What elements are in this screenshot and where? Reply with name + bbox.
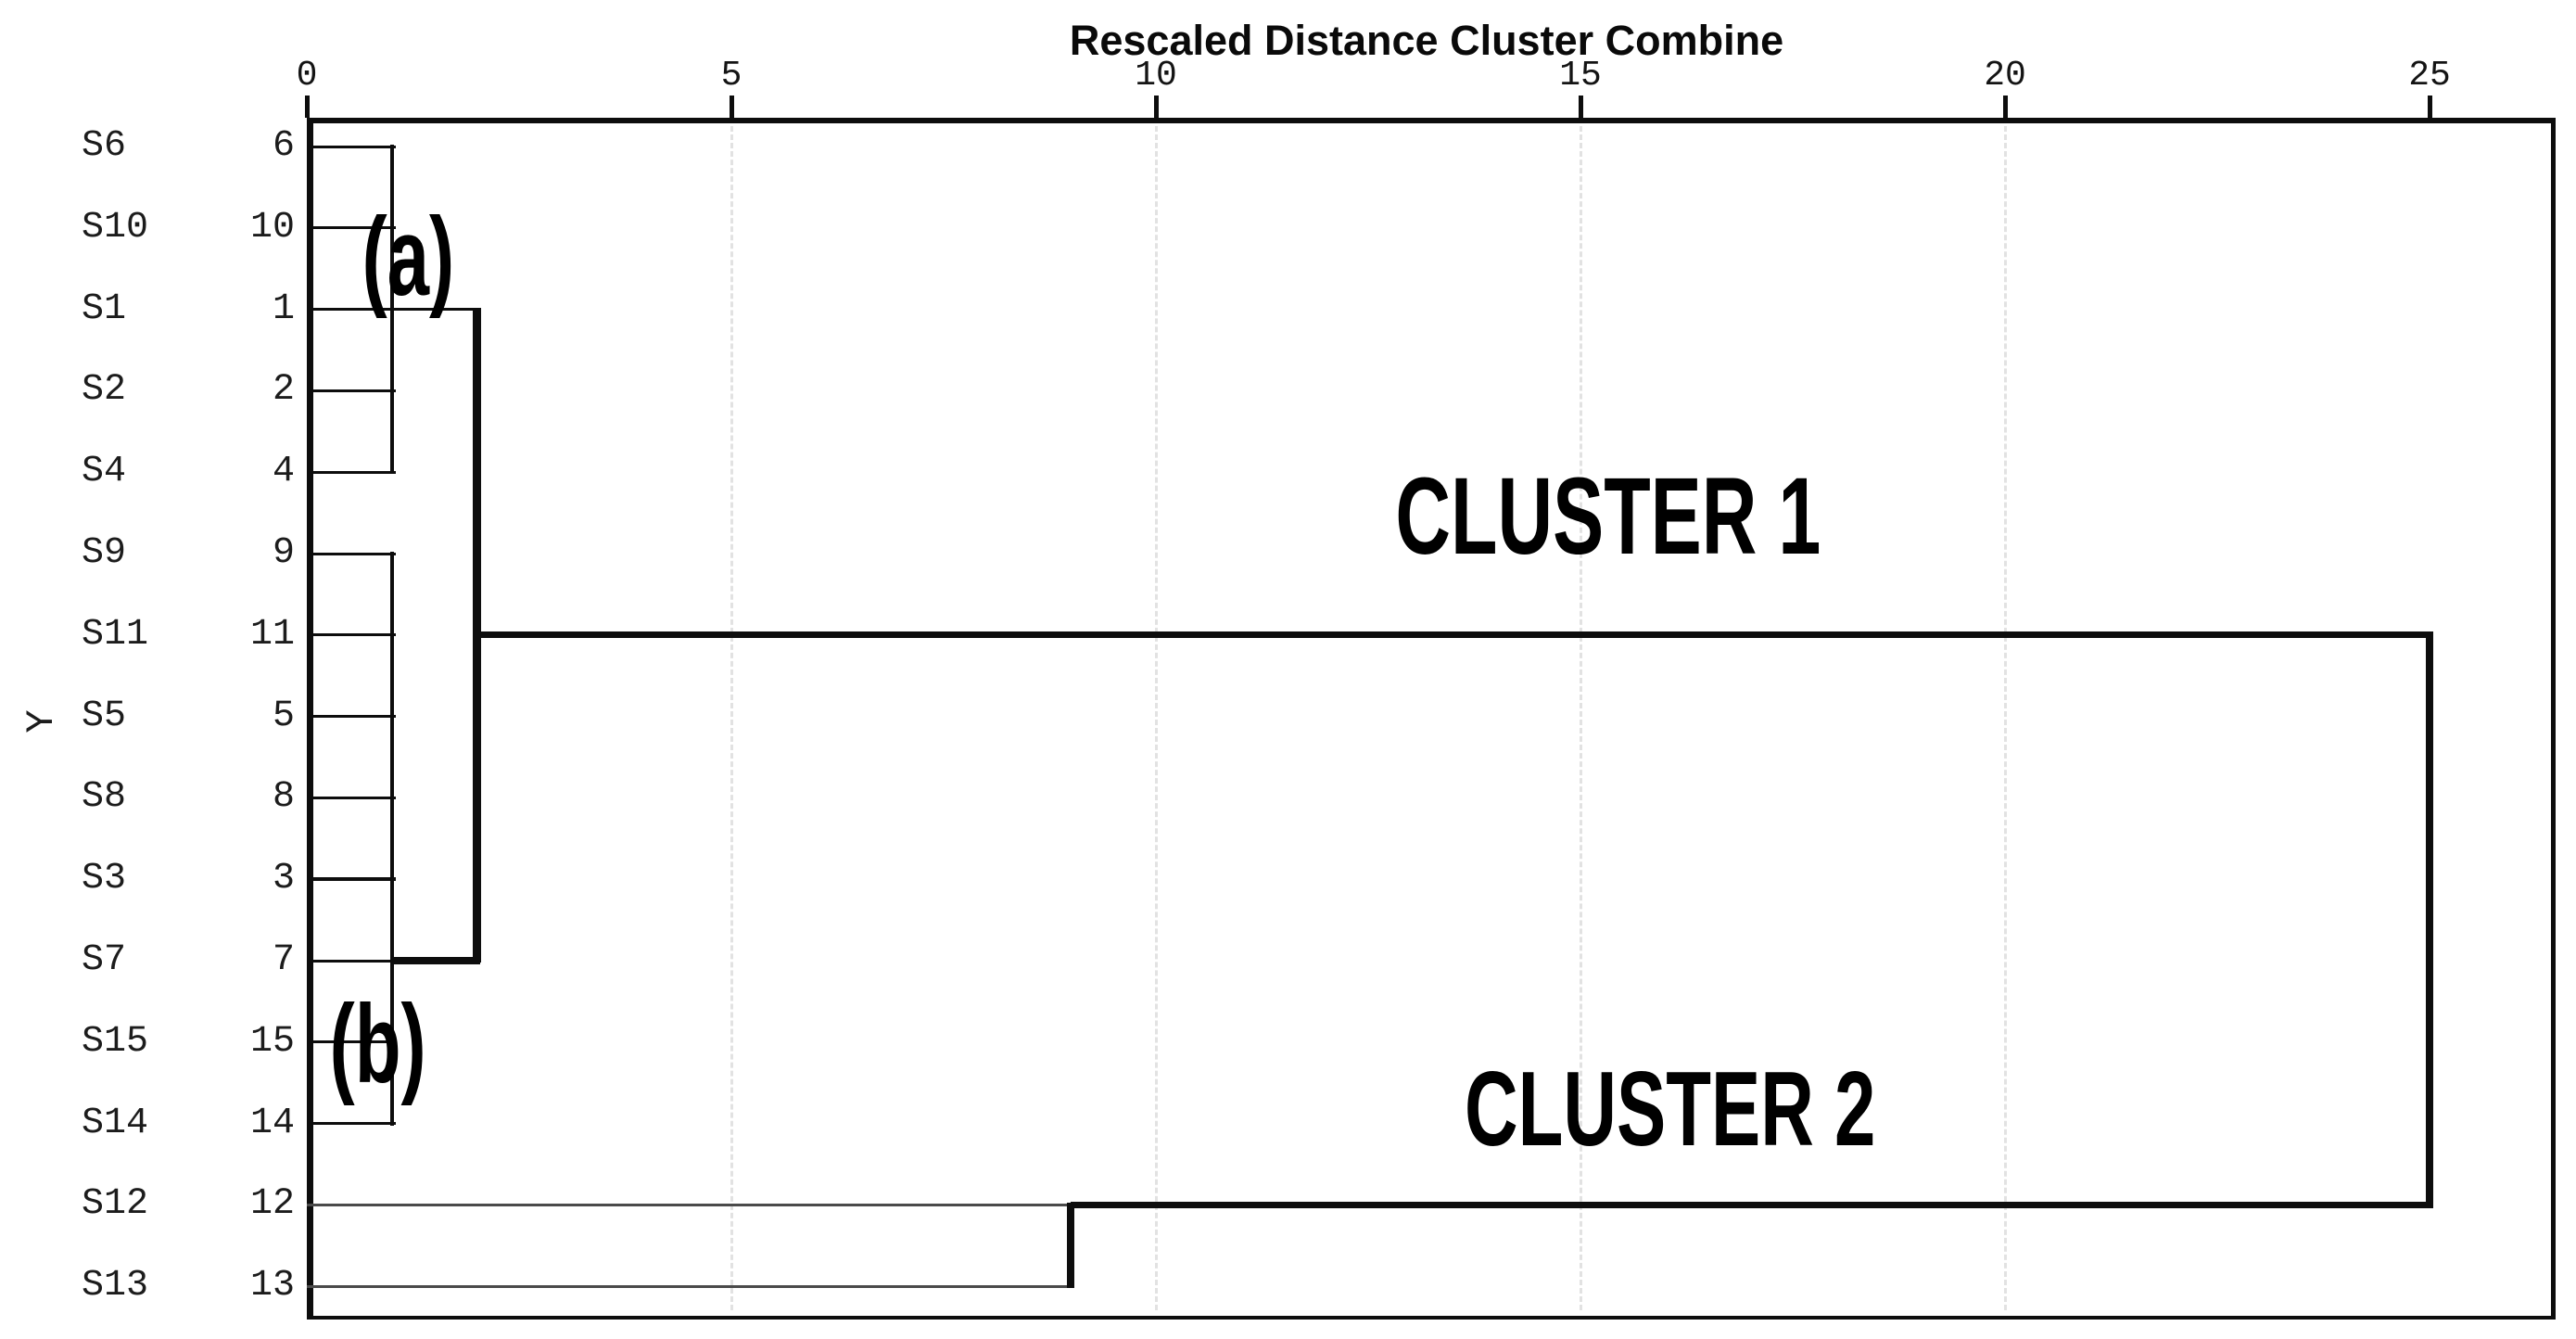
annotation-cluster-1: CLUSTER 1	[1191, 424, 2025, 609]
gridline-15	[1579, 118, 1582, 1310]
case-number-1: 1	[272, 287, 295, 330]
plot-frame	[307, 118, 2556, 1320]
link-horizontal-row6	[307, 633, 396, 637]
case-number-14: 14	[249, 1102, 295, 1144]
case-number-10: 10	[249, 206, 295, 249]
case-number-9: 9	[272, 532, 295, 574]
link-horizontal-row10	[391, 957, 481, 964]
link-vertical-d9	[1067, 1203, 1075, 1289]
case-label-S7: S7	[82, 939, 127, 981]
link-horizontal-row9	[307, 877, 396, 882]
link-horizontal-row13	[1071, 1201, 2433, 1208]
case-label-S15: S15	[82, 1020, 149, 1063]
case-number-6: 6	[272, 125, 295, 167]
link-horizontal-row10	[307, 959, 396, 963]
case-label-S12: S12	[82, 1183, 149, 1226]
annotation-text: (a)	[362, 195, 454, 319]
y-axis-label: Y	[19, 709, 64, 733]
link-horizontal-row6	[476, 631, 2433, 639]
link-horizontal-row11	[307, 1040, 396, 1044]
case-label-S14: S14	[82, 1102, 149, 1144]
case-label-S1: S1	[82, 287, 127, 330]
axis-tick-0	[304, 96, 310, 118]
link-horizontal-row13	[307, 1203, 1075, 1206]
case-label-S8: S8	[82, 776, 127, 819]
link-horizontal-row1	[307, 226, 396, 230]
case-label-S9: S9	[82, 532, 127, 574]
link-horizontal-row0	[307, 145, 396, 148]
annotation-text: (b)	[329, 982, 427, 1106]
case-label-S13: S13	[82, 1265, 149, 1307]
link-horizontal-row8	[307, 796, 396, 799]
case-number-5: 5	[272, 695, 295, 737]
annotation-cluster-2: CLUSTER 2	[1253, 1016, 2087, 1202]
link-horizontal-row12	[307, 1122, 396, 1126]
case-label-S4: S4	[82, 451, 127, 493]
link-horizontal-row5	[307, 552, 396, 555]
case-number-7: 7	[272, 939, 295, 981]
axis-tick-label-5: 5	[720, 56, 742, 96]
link-horizontal-row2	[307, 308, 481, 312]
case-label-S10: S10	[82, 206, 149, 249]
link-horizontal-row14	[307, 1284, 1075, 1288]
axis-tick-label-15: 15	[1559, 56, 1602, 96]
axis-tick-label-0: 0	[296, 56, 318, 96]
axis-tick-label-10: 10	[1135, 56, 1177, 96]
case-label-S3: S3	[82, 858, 127, 900]
case-number-11: 11	[249, 613, 295, 656]
gridline-5	[730, 118, 733, 1310]
case-number-4: 4	[272, 451, 295, 493]
case-number-3: 3	[272, 858, 295, 900]
case-label-S5: S5	[82, 695, 127, 737]
case-number-2: 2	[272, 369, 295, 412]
chart-title: Rescaled Distance Cluster Combine	[1069, 17, 1784, 64]
link-horizontal-row3	[307, 389, 396, 392]
case-number-12: 12	[249, 1183, 295, 1226]
case-number-15: 15	[249, 1020, 295, 1063]
link-vertical-d2	[472, 307, 481, 963]
axis-tick-label-20: 20	[1984, 56, 2026, 96]
link-horizontal-row4	[307, 470, 396, 474]
link-vertical-d1	[389, 145, 394, 475]
axis-tick-10	[1153, 96, 1159, 118]
axis-tick-20	[2002, 96, 2008, 118]
axis-tick-5	[729, 96, 734, 118]
axis-tick-25	[2427, 96, 2432, 118]
case-label-S6: S6	[82, 125, 127, 167]
gridline-10	[1154, 118, 1158, 1310]
link-horizontal-row7	[307, 715, 396, 719]
annotation-a: (a)	[0, 164, 825, 350]
annotation-text: CLUSTER 2	[1465, 1050, 1876, 1168]
link-vertical-d1	[389, 552, 394, 1126]
annotation-b: (b)	[0, 951, 795, 1137]
axis-tick-15	[1578, 96, 1583, 118]
annotation-text: CLUSTER 1	[1395, 455, 1821, 578]
case-label-S11: S11	[82, 613, 149, 656]
case-label-S2: S2	[82, 369, 127, 412]
gridline-20	[2003, 118, 2007, 1310]
link-vertical-d25	[2426, 632, 2433, 1207]
axis-tick-label-25: 25	[2408, 56, 2451, 96]
case-number-8: 8	[272, 776, 295, 819]
case-number-13: 13	[249, 1265, 295, 1307]
